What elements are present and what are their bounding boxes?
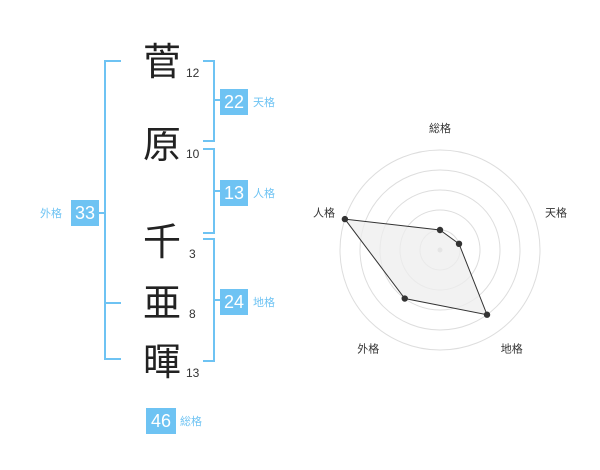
jinkaku-label: 人格 xyxy=(253,187,275,200)
jinkaku-bracket-tick xyxy=(213,190,220,192)
gaikaku-label: 外格 xyxy=(40,207,62,220)
gaikaku-bracket-bottom xyxy=(104,300,121,360)
radar-axis-label-5: 人格 xyxy=(313,205,335,219)
soukaku-value: 46 xyxy=(146,408,176,434)
radar-axis-label-4: 外格 xyxy=(357,342,379,356)
gaikaku-value: 33 xyxy=(71,200,99,226)
radar-point-3 xyxy=(483,311,491,318)
radar-point-2 xyxy=(455,240,463,248)
chikaku-bracket-tick xyxy=(213,299,220,301)
stroke-count-5: 13 xyxy=(186,366,200,380)
tenkaku-value: 22 xyxy=(220,89,248,115)
radar-axis-label-1: 総格 xyxy=(429,121,451,135)
gaikaku-bracket-top xyxy=(104,60,121,304)
tenkaku-bracket-tick xyxy=(213,99,220,101)
radar-point-1 xyxy=(436,226,444,234)
chikaku-value: 24 xyxy=(220,289,248,315)
tenkaku-bracket xyxy=(203,60,215,142)
radar-axis-label-3: 地格 xyxy=(501,342,523,356)
radar-ring-5 xyxy=(339,149,541,351)
soukaku-label: 総格 xyxy=(180,415,202,428)
radar-polygon xyxy=(343,218,488,316)
stroke-count-1: 12 xyxy=(186,66,200,80)
name-char-5: 暉 xyxy=(142,340,181,384)
name-char-3: 千 xyxy=(142,220,181,264)
tenkaku-label: 天格 xyxy=(253,96,275,109)
radar-point-4 xyxy=(401,295,408,302)
name-char-1: 菅 xyxy=(142,40,181,84)
radar-axis-label-2: 天格 xyxy=(545,205,567,219)
name-char-2: 原 xyxy=(142,123,181,167)
chikaku-label: 地格 xyxy=(253,296,275,309)
jinkaku-value: 13 xyxy=(220,180,248,206)
stroke-count-2: 10 xyxy=(186,147,200,161)
name-char-4: 亜 xyxy=(142,281,181,325)
radar-point-5 xyxy=(341,215,349,223)
radar-ring-4 xyxy=(359,169,521,331)
stroke-count-3: 3 xyxy=(189,247,196,261)
stroke-count-4: 8 xyxy=(189,307,196,321)
